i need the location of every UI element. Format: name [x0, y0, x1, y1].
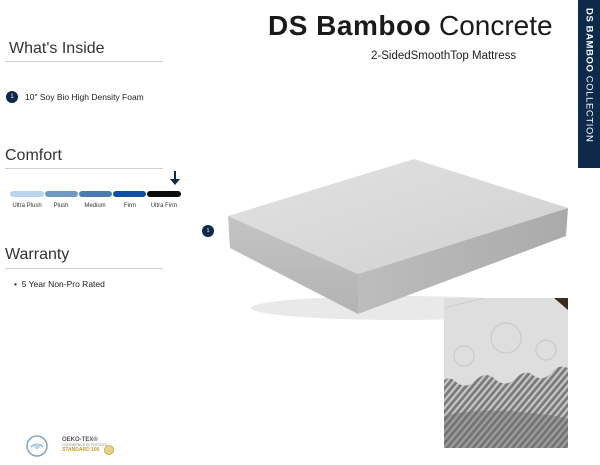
comfort-segment-plush [45, 191, 78, 197]
layer-number-badge: 1 [6, 91, 18, 103]
side-collection: COLLECTION [583, 75, 595, 143]
certipur-logo-icon [26, 435, 48, 457]
comfort-label-plush: Plush [53, 203, 69, 209]
comfort-segment-firm [113, 191, 146, 197]
warranty-rule [5, 268, 163, 269]
fabric-closeup-image [444, 298, 568, 448]
comfort-label-medium: Medium [84, 203, 106, 209]
product-subtitle: 2-SidedSmoothTop Mattress [371, 50, 517, 62]
oeko-tex-title: OEKO-TEX® [62, 437, 98, 443]
warranty-item-text: 5 Year Non-Pro Rated [21, 279, 105, 289]
comfort-label-ultra-plush: Ultra Plush [12, 203, 42, 209]
comfort-segment-ultra-plush [10, 191, 44, 197]
whats-inside-rule [5, 61, 163, 62]
oeko-tex-subtitle: CONFIDENCE IN TEXTILES [62, 443, 108, 447]
collection-side-text: DS BAMBOO COLLECTION [584, 8, 595, 142]
mattress-image [228, 159, 568, 320]
side-brand: DS BAMBOO [583, 8, 595, 73]
comfort-label-firm: Firm [124, 203, 136, 209]
product-title-light: Concrete [438, 10, 553, 41]
collection-side-banner: DS BAMBOO COLLECTION [578, 0, 600, 168]
bullet-icon: • [14, 279, 22, 289]
warranty-item: • 5 Year Non-Pro Rated [14, 279, 105, 289]
whats-inside-title: What's Inside [9, 40, 105, 57]
warranty-title: Warranty [5, 246, 70, 263]
comfort-title: Comfort [5, 147, 62, 164]
oeko-tex-standard: STANDARD 100 [62, 447, 100, 453]
oeko-tex-seal-icon [104, 445, 114, 455]
mattress-layer-marker: 1 [202, 225, 214, 237]
comfort-selected-arrow-icon [170, 171, 180, 185]
comfort-label-ultra-firm: Ultra Firm [150, 203, 178, 209]
comfort-segment-medium [79, 191, 112, 197]
oeko-tex-logo: OEKO-TEX® CONFIDENCE IN TEXTILES STANDAR… [62, 437, 114, 453]
comfort-segment-ultra-firm [147, 191, 181, 197]
product-title: DS Bamboo Concrete [268, 10, 553, 42]
product-title-bold: DS Bamboo [268, 10, 432, 41]
comfort-rule [5, 168, 163, 169]
layer-description: 10" Soy Bio High Density Foam [25, 92, 144, 102]
